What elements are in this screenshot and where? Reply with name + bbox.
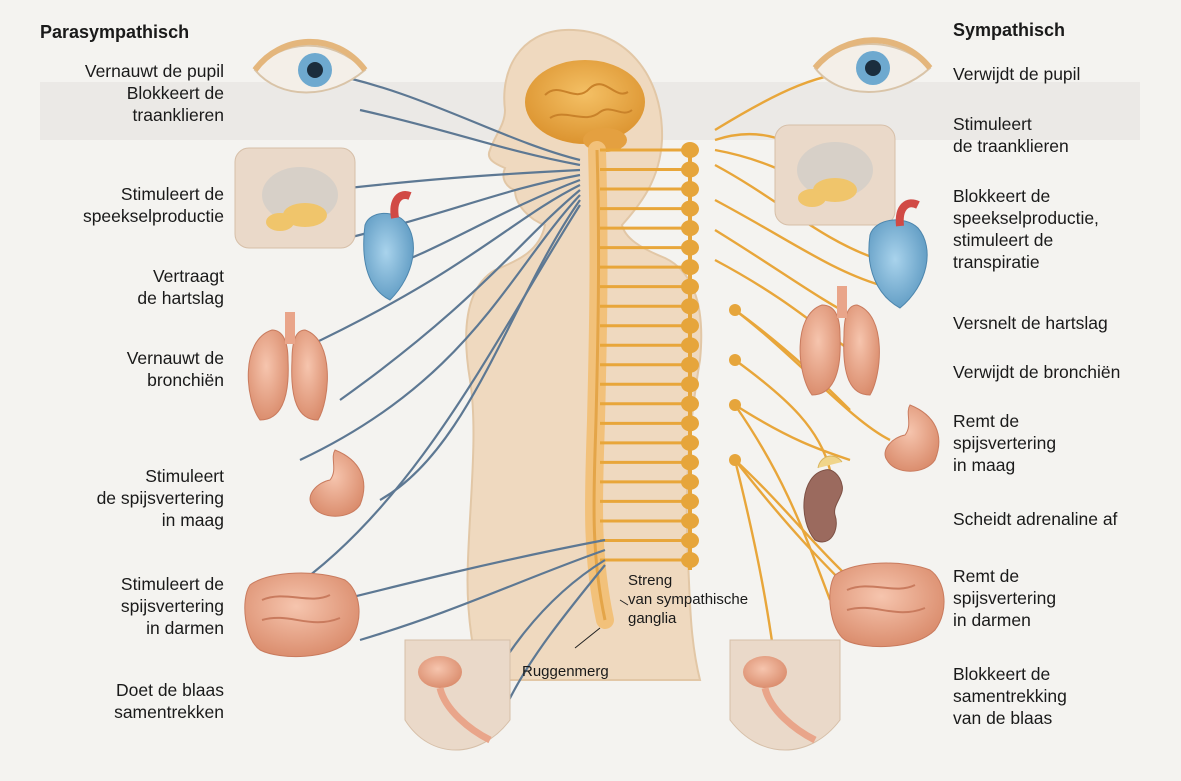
sympathetic-heading: Sympathisch	[953, 20, 1065, 41]
spinal-cord-label: Ruggenmerg	[522, 662, 609, 681]
right-kidney-adrenal	[804, 456, 843, 542]
sympathetic-ganglion	[681, 474, 699, 490]
sympathetic-ganglion	[681, 435, 699, 451]
sympathetic-ganglion	[681, 552, 699, 568]
sympathetic-ganglion	[681, 357, 699, 373]
sympathetic-ganglion	[681, 279, 699, 295]
left-lungs	[248, 312, 327, 420]
symp-effect-heart: Versnelt de hartslag	[953, 312, 1108, 334]
sympathetic-ganglion	[681, 318, 699, 334]
left-head-salivary	[235, 148, 355, 248]
brain	[525, 60, 645, 144]
sympathetic-ganglion	[681, 337, 699, 353]
sympathetic-ganglion	[681, 142, 699, 158]
para-effect-bronchi: Vernauwt de bronchiën	[127, 347, 224, 391]
right-stomach	[885, 405, 939, 471]
left-bladder	[405, 640, 510, 750]
para-effect-pupil-tear: Vernauwt de pupil Blokkeert de traanklie…	[85, 60, 224, 126]
symp-effect-adrenaline: Scheidt adrenaline af	[953, 508, 1117, 530]
symp-effect-stomach: Remt de spijsvertering in maag	[953, 410, 1056, 476]
para-effect-intestines: Stimuleert de spijsvertering in darmen	[121, 573, 224, 639]
sympathetic-ganglion	[681, 240, 699, 256]
sympathetic-ganglion	[681, 259, 699, 275]
symp-effect-pupil: Verwijdt de pupil	[953, 63, 1080, 85]
sympathetic-ganglion	[681, 201, 699, 217]
para-effect-bladder: Doet de blaas samentrekken	[114, 679, 224, 723]
left-intestines	[245, 573, 359, 657]
symp-effect-saliva-sweat: Blokkeert de speekselproductie, stimulee…	[953, 185, 1099, 273]
sympathetic-ganglion	[681, 415, 699, 431]
para-effect-saliva: Stimuleert de speekselproductie	[83, 183, 224, 227]
sympathetic-ganglion	[681, 376, 699, 392]
sympathetic-ganglion	[681, 298, 699, 314]
sympathetic-ganglion	[681, 181, 699, 197]
symp-effect-bladder: Blokkeert de samentrekking van de blaas	[953, 663, 1067, 729]
right-bladder	[730, 640, 840, 750]
sympathetic-ganglion	[681, 220, 699, 236]
sympathetic-ganglion	[681, 162, 699, 178]
sympathetic-ganglion	[681, 532, 699, 548]
sympathetic-ganglion	[681, 454, 699, 470]
collateral-ganglia	[729, 304, 741, 466]
para-effect-stomach: Stimuleert de spijsvertering in maag	[97, 465, 224, 531]
sympathetic-ganglion	[681, 513, 699, 529]
sympathetic-ganglion	[681, 396, 699, 412]
symp-effect-intestines: Remt de spijsvertering in darmen	[953, 565, 1056, 631]
symp-effect-tear: Stimuleert de traanklieren	[953, 113, 1069, 157]
right-lungs	[800, 286, 879, 395]
para-effect-heart: Vertraagt de hartslag	[137, 265, 224, 309]
right-intestines	[830, 563, 944, 647]
sympathetic-ganglion	[681, 493, 699, 509]
ganglia-label: Streng van sympathische ganglia	[628, 571, 748, 628]
left-heart	[364, 195, 414, 300]
parasympathetic-heading: Parasympathisch	[40, 22, 189, 43]
symp-effect-bronchi: Verwijdt de bronchiën	[953, 361, 1120, 383]
left-stomach	[310, 450, 364, 516]
right-head-salivary	[775, 125, 895, 225]
